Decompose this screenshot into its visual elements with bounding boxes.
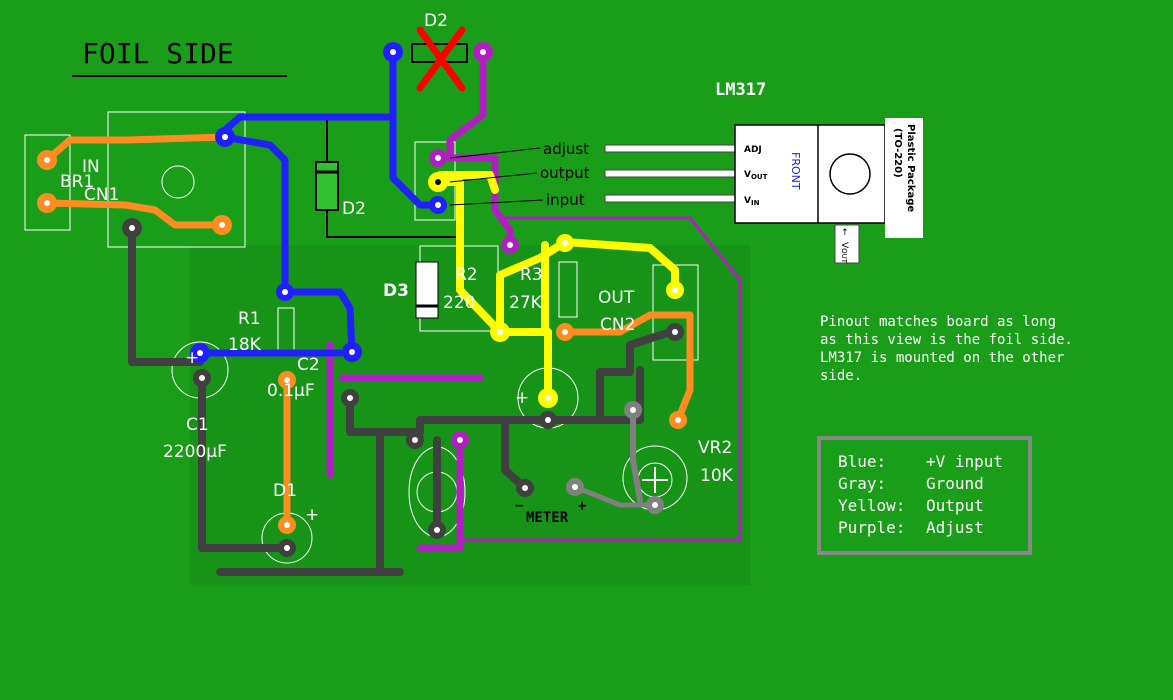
d2-lead-bottom <box>326 209 456 238</box>
ground-trace-8 <box>496 366 644 424</box>
legend-value-yellow: Output <box>926 496 984 515</box>
lm317-pin-in-label: VIN <box>744 196 760 207</box>
orange-traces <box>43 133 694 529</box>
lm317-pin-out-label: VOUT <box>744 170 768 181</box>
meter-plus-trace <box>572 484 658 508</box>
label-meter-plus: + <box>578 498 586 514</box>
note-line-2: as this view is the foil side. <box>820 332 1073 348</box>
legend-key-yellow: Yellow: <box>838 496 905 515</box>
lm317-pin-in <box>604 194 736 203</box>
label-out: OUT <box>598 288 635 308</box>
label-cn2: CN2 <box>600 315 635 335</box>
note-line-1: Pinout matches board as long <box>820 314 1056 330</box>
adjust-trace-2 <box>446 154 514 249</box>
label-output: output <box>540 164 590 182</box>
page-title: FOIL SIDE <box>82 37 234 70</box>
lm317-vout-panel <box>834 224 860 264</box>
label-d2-top: D2 <box>424 11 448 31</box>
vr2-wiper-trace <box>630 407 643 503</box>
lm317-front-label: FRONT <box>789 152 802 190</box>
label-d1-plus: + <box>305 505 319 525</box>
label-d2: D2 <box>342 199 366 219</box>
label-br1: BR1 <box>60 172 94 192</box>
legend-value-blue: +V input <box>926 452 1003 471</box>
label-vr2: VR2 <box>698 438 732 458</box>
label-r1: R1 <box>238 309 261 329</box>
label-d1: D1 <box>273 481 297 501</box>
legend-value-gray: Ground <box>926 474 984 493</box>
label-input: input <box>546 191 585 209</box>
label-meter-minus: − <box>515 498 523 514</box>
orange-trace-2 <box>43 199 226 229</box>
note-line-3: LM317 is mounted on the other <box>820 350 1064 366</box>
label-d3: D3 <box>383 281 409 301</box>
label-cn1: CN1 <box>84 185 119 205</box>
d3-body <box>415 261 439 319</box>
r3-outline <box>558 261 578 318</box>
lm317-package-type: (TO-220) <box>892 128 903 178</box>
input-trace-2 <box>221 113 397 134</box>
label-c1-value: 2200µF <box>163 442 227 462</box>
ground-trace-5 <box>376 416 504 436</box>
input-callout-line <box>449 199 544 206</box>
adjust-callout-line <box>449 147 541 159</box>
orange-trace-1 <box>43 133 229 164</box>
lm317-mount-hole <box>829 153 871 195</box>
lm317-package: LM317 ADJ VOUT VIN FRONT (TO-220) Plasti… <box>604 80 923 264</box>
label-adjust: adjust <box>543 140 589 158</box>
lm317-pin-adj-label: ADJ <box>744 145 762 155</box>
label-r2: R2 <box>455 265 478 285</box>
label-r2-value: 220 <box>443 293 475 313</box>
label-r1-value: 18K <box>228 335 262 355</box>
br1-outline <box>107 111 246 248</box>
br1-hole <box>161 165 195 199</box>
label-c3-plus: + <box>515 388 529 408</box>
cn1-outline <box>24 134 71 231</box>
label-meter: METER <box>526 510 569 526</box>
color-legend: Blue: +V input Gray: Ground Yellow: Outp… <box>817 436 1032 555</box>
legend-box <box>817 436 1032 555</box>
label-c2: C2 <box>297 355 320 375</box>
pinout-note: Pinout matches board as long as this vie… <box>820 314 1073 384</box>
lm317-title: LM317 <box>715 80 766 100</box>
input-trace-4 <box>281 288 356 356</box>
component-labels: D2 D2 D3 R2 220 R3 27K R1 18K C2 0.1µF C… <box>60 11 734 526</box>
adjust-trace-1 <box>446 48 487 162</box>
ground-trace-1 <box>128 224 204 366</box>
ground-trace-9 <box>596 328 674 424</box>
pads <box>37 42 687 557</box>
ground-trace-4 <box>346 394 384 576</box>
removed-cross-icon <box>416 26 466 92</box>
d2-diode <box>315 117 456 238</box>
label-c1-plus: + <box>185 348 199 368</box>
ground-trace-2 <box>198 374 291 552</box>
adjust-trace-outer <box>460 216 742 542</box>
lm317-vout-label: VOUT <box>839 242 849 264</box>
lm317-pin-adj <box>604 144 736 153</box>
lm317-package-desc: Plastic Package <box>905 124 916 212</box>
lm317-pin-out <box>604 169 736 178</box>
note-line-4: side. <box>820 368 862 384</box>
lm317-vout-arrow: ← <box>839 228 849 236</box>
lm317-package-panel <box>885 118 923 238</box>
legend-key-blue: Blue: <box>838 452 886 471</box>
legend-key-gray: Gray: <box>838 474 886 493</box>
label-c1: C1 <box>186 415 209 435</box>
adjust-trace-5 <box>416 436 464 552</box>
adjust-traces <box>326 48 514 552</box>
label-r3: R3 <box>520 265 543 285</box>
output-trace-5 <box>436 171 499 194</box>
pin-callouts: adjust output input <box>449 140 590 209</box>
legend-value-purple: Adjust <box>926 518 984 537</box>
d2-body <box>315 161 339 211</box>
legend-key-purple: Purple: <box>838 518 905 537</box>
label-r3-value: 27K <box>509 293 543 313</box>
output-callout-line <box>449 172 538 183</box>
input-trace-3 <box>226 134 289 296</box>
label-vr2-value: 10K <box>700 466 734 486</box>
label-c2-value: 0.1µF <box>267 381 315 401</box>
orange-trace-4 <box>561 311 694 424</box>
label-in: IN <box>82 157 100 177</box>
